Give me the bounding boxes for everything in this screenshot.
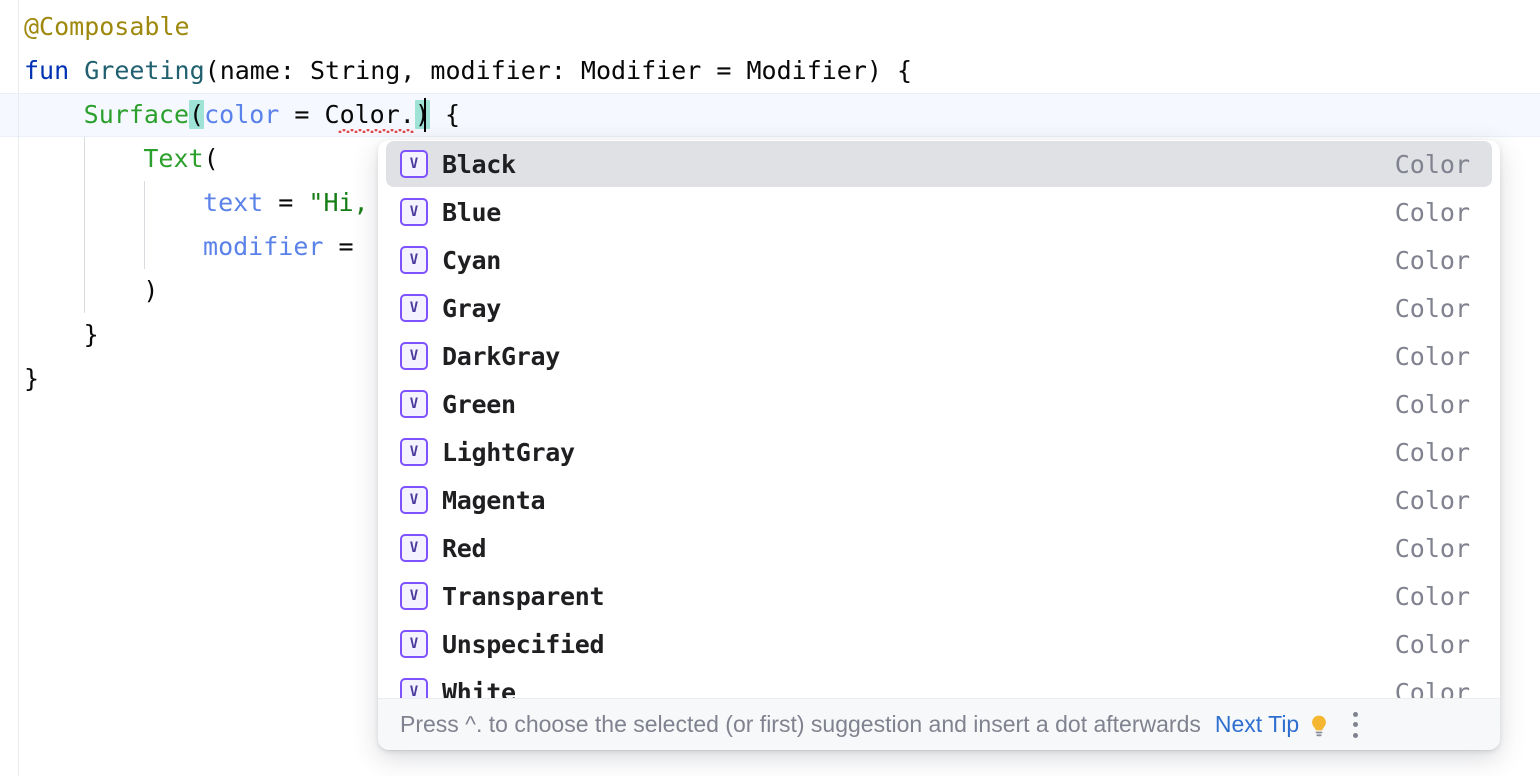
error-squiggle bbox=[338, 129, 414, 133]
code-token: { bbox=[429, 100, 460, 129]
code-token: } bbox=[24, 364, 40, 393]
code-token: fun bbox=[24, 56, 85, 85]
kotlin-property-icon: V bbox=[400, 342, 428, 370]
kotlin-property-icon: V bbox=[400, 678, 428, 698]
code-line[interactable]: @Composable bbox=[0, 5, 190, 49]
kotlin-property-icon: V bbox=[400, 294, 428, 322]
kotlin-property-icon: V bbox=[400, 534, 428, 562]
kotlin-property-icon: V bbox=[400, 150, 428, 178]
code-token: = bbox=[263, 188, 309, 217]
code-token: } bbox=[83, 320, 99, 349]
code-token: "Hi, bbox=[308, 188, 369, 217]
kotlin-property-icon: V bbox=[400, 630, 428, 658]
completion-item-type: Color bbox=[1394, 485, 1470, 515]
code-token: ) bbox=[414, 100, 430, 129]
indent-guide bbox=[84, 137, 85, 313]
completion-item[interactable]: V Red Color bbox=[378, 524, 1500, 572]
text-caret bbox=[424, 98, 426, 132]
completion-item-label: Unspecified bbox=[442, 629, 605, 659]
kotlin-property-icon: V bbox=[400, 390, 428, 418]
completion-item-label: Magenta bbox=[442, 485, 546, 515]
completion-item-type: Color bbox=[1394, 581, 1470, 611]
completion-item-type: Color bbox=[1394, 245, 1470, 275]
hint-text: Press ^. to choose the selected (or firs… bbox=[400, 711, 1201, 737]
completion-item-type: Color bbox=[1394, 629, 1470, 659]
code-token: Surface bbox=[83, 100, 190, 129]
completion-item[interactable]: V Gray Color bbox=[378, 284, 1500, 332]
completion-item-type: Color bbox=[1394, 389, 1470, 419]
completion-item[interactable]: V Green Color bbox=[378, 380, 1500, 428]
code-line[interactable]: modifier = bbox=[0, 225, 369, 269]
code-token: Text bbox=[143, 144, 204, 173]
completion-hint-bar: Press ^. to choose the selected (or firs… bbox=[378, 698, 1500, 750]
code-token: (name: String, modifier: Modifier = Modi… bbox=[204, 56, 913, 85]
code-token: color bbox=[204, 100, 280, 129]
completion-item-selection bbox=[386, 141, 1492, 187]
kotlin-property-icon: V bbox=[400, 246, 428, 274]
completion-item-type: Color bbox=[1394, 149, 1470, 179]
code-token: Color. bbox=[324, 100, 415, 129]
completion-item-label: DarkGray bbox=[442, 341, 561, 371]
code-token: = bbox=[323, 232, 369, 261]
code-line[interactable]: Surface(color = Color.) { bbox=[0, 93, 460, 137]
code-line[interactable]: } bbox=[0, 313, 99, 357]
completion-item[interactable]: V White Color bbox=[378, 668, 1500, 698]
code-line[interactable]: ) bbox=[0, 269, 158, 313]
completion-item-label: Gray bbox=[442, 293, 502, 323]
completion-item-type: Color bbox=[1394, 341, 1470, 371]
completion-item-label: Green bbox=[442, 389, 516, 419]
completion-item[interactable]: V Unspecified Color bbox=[378, 620, 1500, 668]
completion-item-label: White bbox=[442, 677, 516, 699]
completion-item-type: Color bbox=[1394, 197, 1470, 227]
code-token: @Composable bbox=[24, 12, 190, 41]
completion-item[interactable]: V Magenta Color bbox=[378, 476, 1500, 524]
code-line[interactable]: } bbox=[0, 357, 39, 401]
code-token: ( bbox=[203, 144, 219, 173]
completion-item-type: Color bbox=[1394, 533, 1470, 563]
completion-item-label: Blue bbox=[442, 197, 502, 227]
next-tip-link[interactable]: Next Tip bbox=[1214, 711, 1300, 737]
completion-item[interactable]: V Black Color bbox=[378, 140, 1500, 188]
kotlin-property-icon: V bbox=[400, 486, 428, 514]
code-token: text bbox=[203, 188, 264, 217]
kotlin-property-icon: V bbox=[400, 582, 428, 610]
completion-item[interactable]: V Blue Color bbox=[378, 188, 1500, 236]
completion-item[interactable]: V LightGray Color bbox=[378, 428, 1500, 476]
completion-item[interactable]: V Cyan Color bbox=[378, 236, 1500, 284]
more-options-icon[interactable] bbox=[1352, 711, 1358, 738]
code-token: = bbox=[279, 100, 325, 129]
completion-item[interactable]: V DarkGray Color bbox=[378, 332, 1500, 380]
indent-guide bbox=[144, 181, 145, 269]
completion-item-label: Cyan bbox=[442, 245, 502, 275]
completion-item-label: Red bbox=[442, 533, 487, 563]
code-token: modifier bbox=[203, 232, 324, 261]
completion-item-type: Color bbox=[1394, 677, 1470, 699]
kotlin-property-icon: V bbox=[400, 198, 428, 226]
completion-item[interactable]: V Transparent Color bbox=[378, 572, 1500, 620]
code-line[interactable]: Text( bbox=[0, 137, 219, 181]
completion-item-label: Black bbox=[442, 149, 516, 179]
code-token: ( bbox=[189, 100, 205, 129]
code-line[interactable]: text = "Hi, bbox=[0, 181, 369, 225]
code-line[interactable]: fun Greeting(name: String, modifier: Mod… bbox=[0, 49, 912, 93]
gutter-divider bbox=[18, 0, 19, 776]
completion-item-label: LightGray bbox=[442, 437, 575, 467]
code-token: Greeting bbox=[84, 56, 205, 85]
kotlin-property-icon: V bbox=[400, 438, 428, 466]
code-token: ) bbox=[143, 276, 159, 305]
completion-item-type: Color bbox=[1394, 437, 1470, 467]
completion-item-type: Color bbox=[1394, 293, 1470, 323]
completion-item-label: Transparent bbox=[442, 581, 605, 611]
lightbulb-icon bbox=[1308, 714, 1330, 738]
current-line-highlight bbox=[0, 93, 1540, 137]
